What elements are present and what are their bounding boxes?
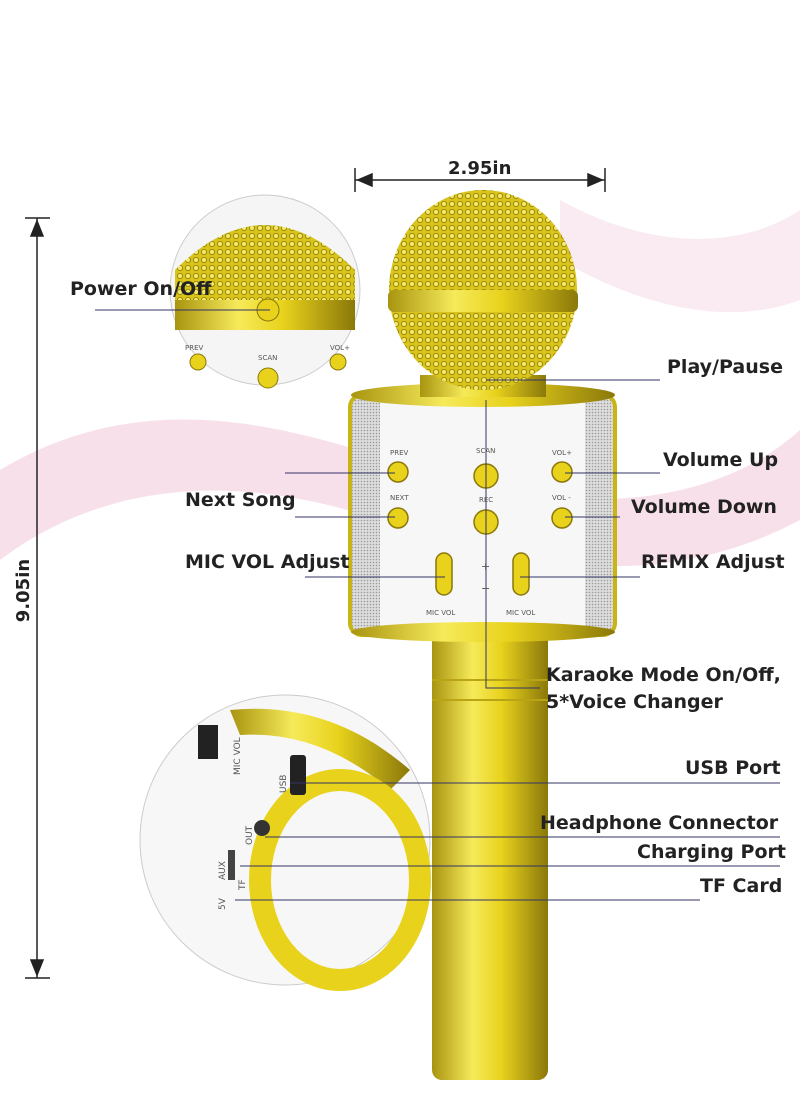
label-out: OUT xyxy=(245,825,255,845)
mic-vol-slider xyxy=(435,552,453,596)
prev-button xyxy=(387,461,409,483)
dimension-arrows xyxy=(25,168,606,979)
vol-up-button xyxy=(551,461,573,483)
callout-karaoke-2: 5*Voice Changer xyxy=(546,691,723,713)
inset-label-prev: PREV xyxy=(185,344,204,352)
next-button xyxy=(387,507,409,529)
callout-charging: Charging Port xyxy=(637,841,786,863)
inset-label-scan: SCAN xyxy=(258,354,277,362)
callout-karaoke-1: Karaoke Mode On/Off, xyxy=(546,664,781,686)
label-next: NEXT xyxy=(390,494,409,502)
label-minus: − xyxy=(481,582,490,595)
callout-headphone: Headphone Connector xyxy=(540,812,779,834)
callout-tf: TF Card xyxy=(700,875,783,897)
label-mic-vol: MIC VOL xyxy=(426,609,455,617)
label-rec: REC xyxy=(479,496,493,504)
vol-down-button xyxy=(551,507,573,529)
callout-volume-down: Volume Down xyxy=(631,496,777,518)
label-scan: SCAN xyxy=(476,447,495,455)
label-aux: AUX xyxy=(218,861,228,880)
callout-remix: REMIX Adjust xyxy=(641,551,785,573)
width-dimension: 2.95in xyxy=(448,158,512,179)
callout-play-pause: Play/Pause xyxy=(667,356,783,378)
callout-next-song: Next Song xyxy=(185,489,296,511)
label-usb: USB xyxy=(279,775,289,793)
callout-mic-vol: MIC VOL Adjust xyxy=(185,551,350,573)
height-dimension: 9.05in xyxy=(13,558,35,623)
callout-volume-up: Volume Up xyxy=(663,449,779,471)
callout-usb: USB Port xyxy=(685,757,781,779)
remix-slider xyxy=(512,552,530,596)
label-prev: PREV xyxy=(390,449,409,457)
inset-top xyxy=(169,194,361,389)
label-vol-plus: VOL+ xyxy=(552,449,572,457)
label-plus: + xyxy=(481,560,490,573)
mic-handle xyxy=(432,630,548,1080)
label-mic-vol-2: MIC VOL xyxy=(506,609,535,617)
label-inset-mic-vol: MIC VOL xyxy=(233,737,243,775)
callout-lines xyxy=(95,309,780,901)
label-tf: TF xyxy=(238,879,248,891)
inset-bottom xyxy=(139,694,431,991)
label-5v: 5V xyxy=(218,897,228,910)
label-vol-minus: VOL - xyxy=(552,494,571,502)
callout-power: Power On/Off xyxy=(70,278,212,300)
inset-label-vol-plus: VOL+ xyxy=(330,344,350,352)
